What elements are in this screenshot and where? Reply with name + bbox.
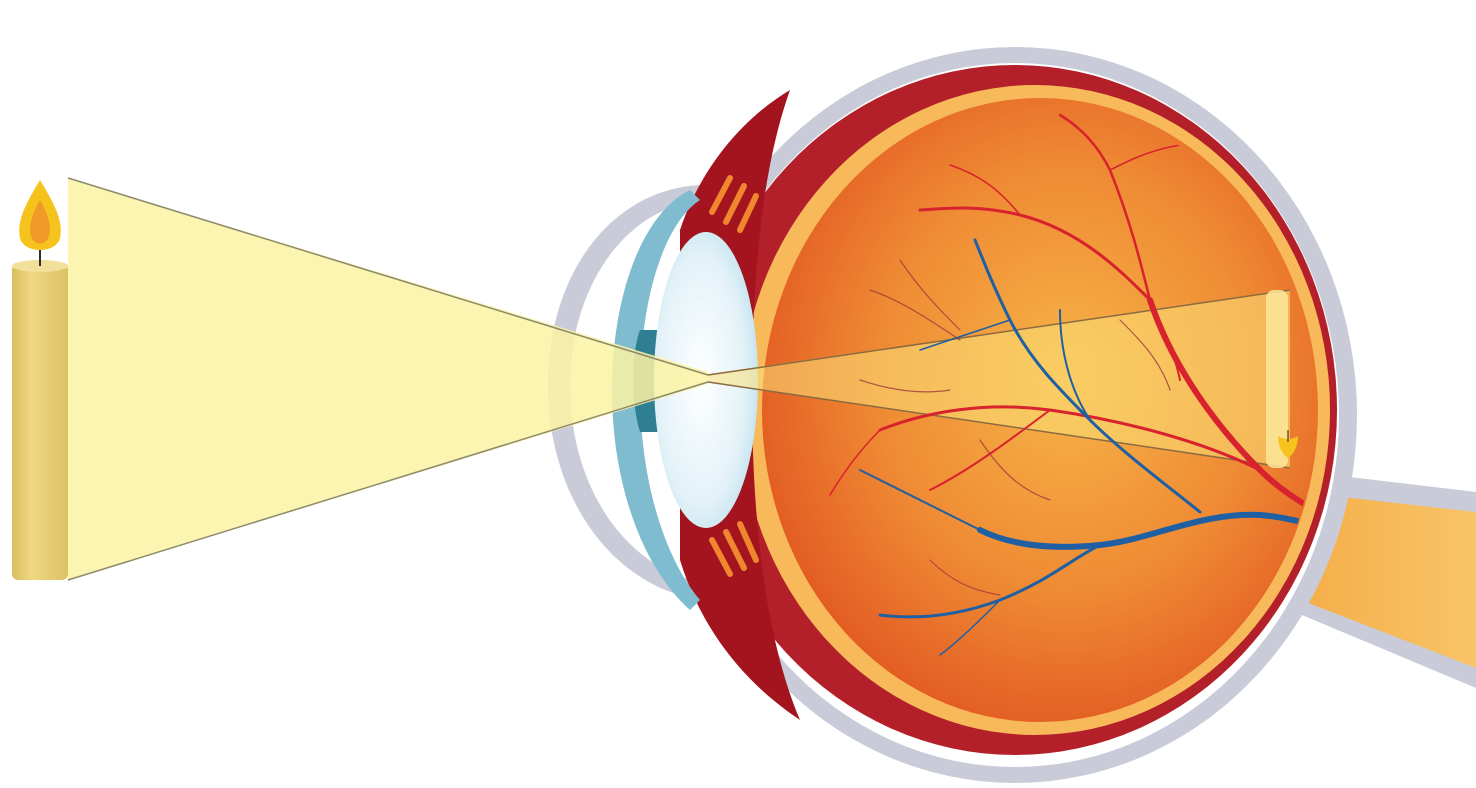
candle-icon [12,240,68,580]
flame-icon [19,180,61,250]
